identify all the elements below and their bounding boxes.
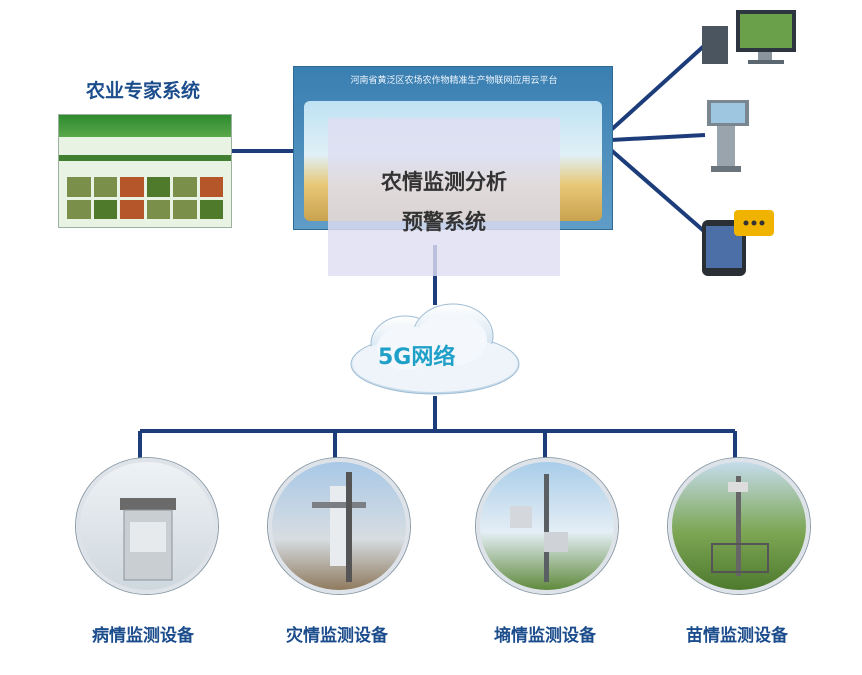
line-platform-to-desktop <box>609 43 707 132</box>
device-label-4: 苗情监测设备 <box>686 626 788 646</box>
analysis-system-label: 农情监测分析 预警系统 <box>328 162 560 242</box>
expert-system-screenshot <box>58 114 232 228</box>
expert-system-title: 农业专家系统 <box>85 80 200 102</box>
analysis-line-1: 农情监测分析 <box>381 170 507 194</box>
cloud-icon <box>350 303 520 395</box>
analysis-line-2: 预警系统 <box>402 210 486 234</box>
soil-moisture-device-photo <box>476 458 618 594</box>
network-label: 5G网络 <box>378 345 456 370</box>
disaster-device-photo <box>268 458 410 594</box>
device-label-2: 灾情监测设备 <box>286 626 388 646</box>
smartphone-icon <box>702 210 774 276</box>
device-label-1: 病情监测设备 <box>92 626 194 646</box>
desktop-computer-icon <box>702 10 796 64</box>
line-platform-to-kiosk <box>610 133 706 142</box>
analysis-overlay <box>328 118 560 276</box>
kiosk-terminal-icon <box>707 100 749 172</box>
line-platform-to-phone <box>609 148 707 234</box>
platform-title: 河南省黄泛区农场农作物精准生产物联网应用云平台 <box>350 76 558 86</box>
disease-device-photo <box>76 458 218 594</box>
device-label-3: 墒情监测设备 <box>494 626 596 646</box>
seedling-device-photo <box>668 458 810 594</box>
